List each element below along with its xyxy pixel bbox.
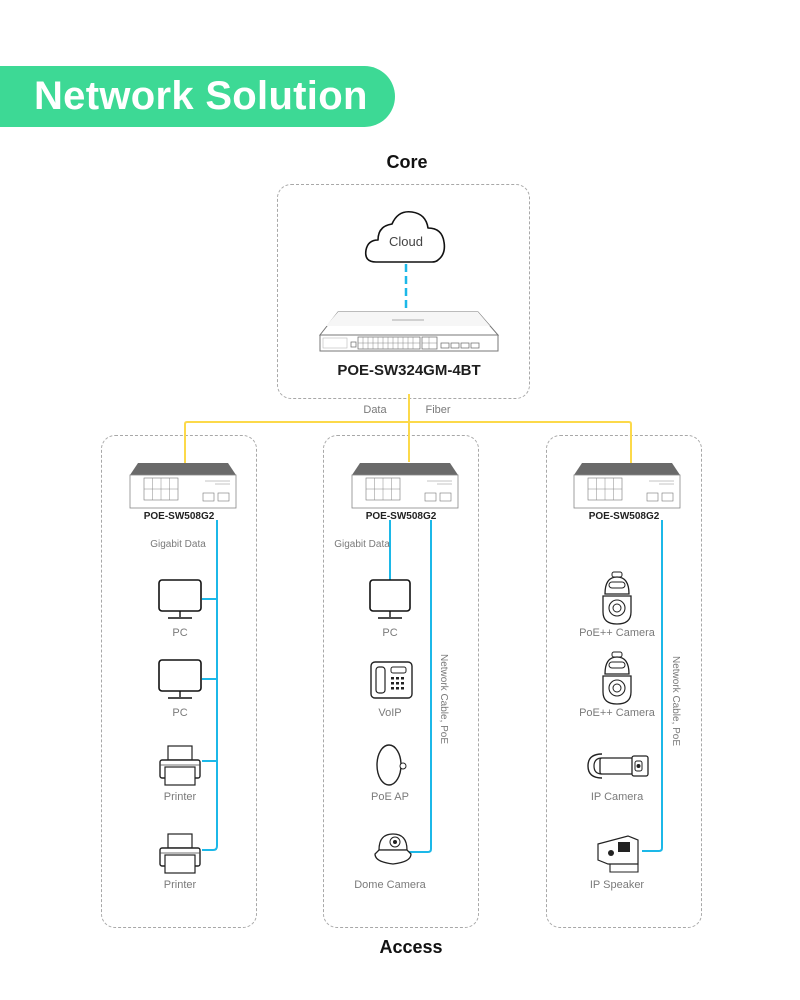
device-label: PC [172, 627, 188, 639]
uplink-label-data: Data [363, 404, 387, 416]
device-label: PoE++ Camera [579, 627, 655, 639]
voip-phone-icon [370, 661, 413, 699]
access-point-icon [376, 744, 407, 786]
fiber-links [184, 394, 632, 463]
access-group-box-3 [546, 435, 702, 928]
printer-icon [159, 833, 201, 874]
title-banner [0, 66, 395, 127]
core-section-title: Core [386, 152, 428, 172]
dome-camera-icon [374, 833, 412, 865]
access-switch-icon-3 [573, 463, 681, 509]
device-label: PC [172, 707, 188, 719]
uplink-label-fiber: Fiber [425, 404, 451, 416]
cable-label-poe-3: Network Cable, PoE [670, 656, 681, 747]
access-section-title: Access [379, 937, 443, 957]
access-switch-model-1: POE-SW508G2 [143, 511, 215, 522]
pc-icon [369, 579, 411, 619]
cloud-icon [364, 210, 446, 263]
cable-label-poe-2: Network Cable, PoE [438, 654, 449, 745]
pc-icon [158, 579, 202, 619]
printer-icon [159, 745, 201, 786]
pc-icon [158, 659, 202, 699]
device-label: PC [382, 627, 398, 639]
cloud-label: Cloud [389, 234, 423, 249]
core-group-box [277, 184, 530, 399]
device-label: PoE AP [371, 791, 409, 803]
device-label: Dome Camera [354, 879, 426, 891]
core-switch-model: POE-SW324GM-4BT [337, 362, 481, 379]
ptz-camera-icon [602, 651, 632, 705]
ip-speaker-icon [597, 835, 639, 873]
access-switch-icon-2 [351, 463, 459, 509]
cable-label-gigabit-2: Gigabit Data [334, 539, 390, 550]
cable-label-gigabit-1: Gigabit Data [150, 539, 206, 550]
access-group-box-1 [101, 435, 257, 928]
data-bus-group-1 [202, 520, 218, 851]
page-title: Network Solution [34, 74, 368, 118]
core-switch-icon [318, 311, 500, 352]
access-switch-model-2: POE-SW508G2 [365, 511, 437, 522]
device-label: VoIP [378, 707, 402, 719]
access-group-box-2 [323, 435, 479, 928]
ptz-camera-icon [602, 571, 632, 625]
device-label: IP Camera [590, 791, 644, 803]
access-switch-model-3: POE-SW508G2 [588, 511, 660, 522]
device-label: Printer [163, 879, 197, 891]
bullet-camera-icon [587, 753, 649, 779]
fiber-left [184, 421, 632, 463]
device-label: IP Speaker [589, 879, 645, 891]
poe-bus-group-3 [634, 520, 663, 852]
device-label: Printer [163, 791, 197, 803]
access-switch-icon-1 [129, 463, 237, 509]
device-label: PoE++ Camera [579, 707, 655, 719]
